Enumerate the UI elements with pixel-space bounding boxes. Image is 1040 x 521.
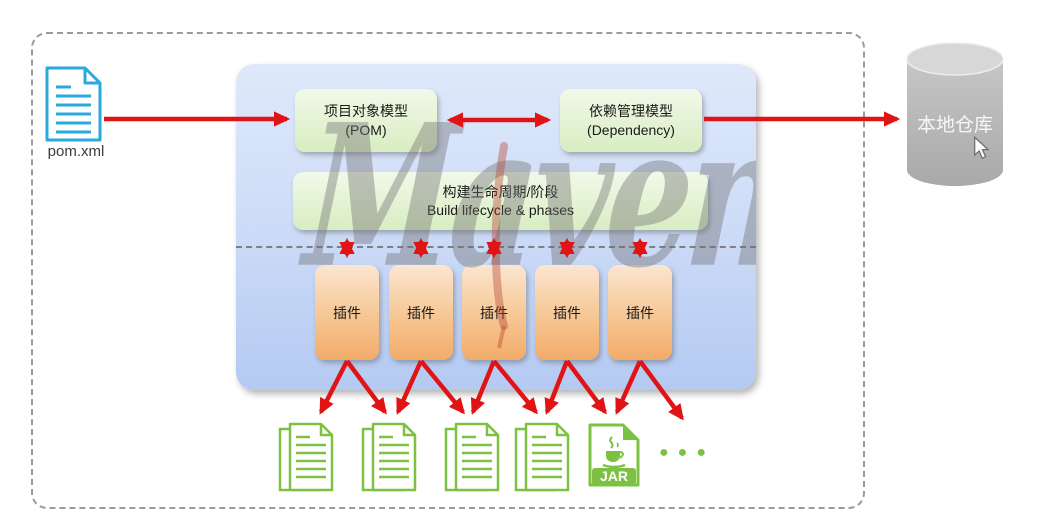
lifecycle-line2: Build lifecycle & phases bbox=[426, 202, 575, 218]
pom-model-line2: (POM) bbox=[345, 121, 387, 138]
local-repository-label: 本地仓库 bbox=[916, 115, 993, 136]
output-document-stack-icon bbox=[278, 422, 334, 492]
plugin-box-5: 插件 bbox=[608, 265, 672, 360]
plugin-box-1: 插件 bbox=[315, 265, 379, 360]
output-document-stack-icon bbox=[444, 422, 500, 492]
mouse-cursor-icon bbox=[974, 136, 990, 160]
dependency-line1: 依赖管理模型 bbox=[589, 103, 673, 120]
dependency-model-box: 依赖管理模型 (Dependency) bbox=[560, 89, 702, 152]
maven-core-container: Maven 项目对象模型 (POM) 依赖管理模型 (Dependency) 构… bbox=[236, 64, 756, 390]
plugin-box-4: 插件 bbox=[535, 265, 599, 360]
output-document-stack-icon bbox=[514, 422, 570, 492]
plugin-box-2: 插件 bbox=[389, 265, 453, 360]
build-lifecycle-box: 构建生命周期/阶段 Build lifecycle & phases bbox=[293, 172, 708, 230]
jar-label: JAR bbox=[600, 468, 628, 484]
pom-model-line1: 项目对象模型 bbox=[324, 103, 408, 120]
plugin-box-3: 插件 bbox=[462, 265, 526, 360]
dependency-line2: (Dependency) bbox=[587, 121, 675, 138]
plugin-boundary-dashed-line bbox=[236, 246, 756, 248]
output-document-stack-icon bbox=[361, 422, 417, 492]
jar-file-icon: JAR bbox=[588, 423, 640, 487]
pom-file-label: pom.xml bbox=[47, 143, 105, 160]
database-cylinder-icon bbox=[906, 42, 1004, 186]
lifecycle-line1: 构建生命周期/阶段 bbox=[442, 183, 559, 200]
ellipsis-icon: ●●● bbox=[659, 444, 715, 461]
pom-xml-document-icon bbox=[45, 66, 102, 142]
diagram-dashed-border bbox=[31, 32, 865, 509]
pom-model-box: 项目对象模型 (POM) bbox=[295, 89, 437, 152]
java-cup-icon bbox=[602, 436, 626, 469]
